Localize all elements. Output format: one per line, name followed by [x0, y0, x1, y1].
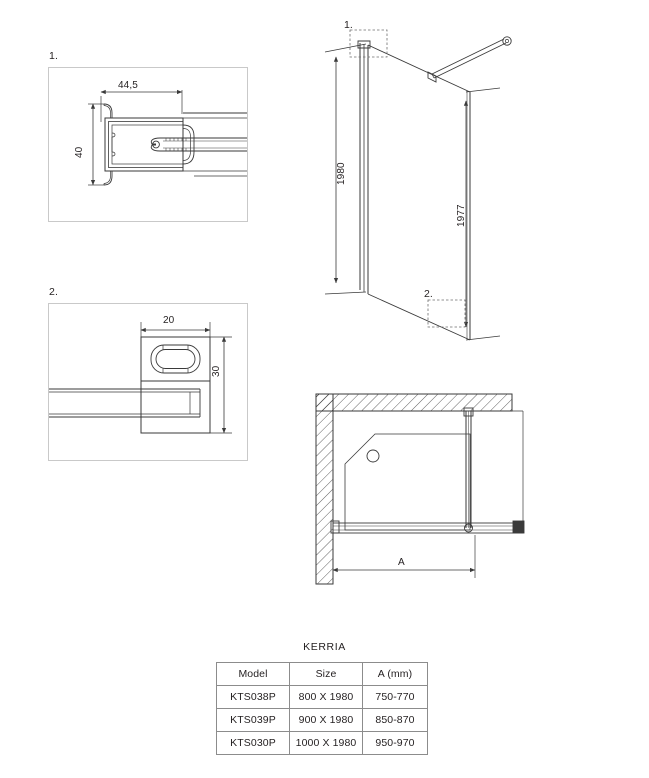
- cell-model: KTS030P: [216, 731, 290, 755]
- table-title: KERRIA: [303, 641, 346, 653]
- cell-a: 750-770: [362, 685, 428, 709]
- elevation-geometry: [324, 29, 512, 341]
- table-row: KTS038P 800 X 1980 750-770: [216, 685, 428, 709]
- dimension-40: 40: [74, 146, 85, 158]
- elevation-callout-2: 2.: [424, 288, 433, 300]
- table-row: KTS039P 900 X 1980 850-870: [216, 708, 428, 732]
- dimension-44-5: 44,5: [118, 80, 138, 91]
- table-row: KTS030P 1000 X 1980 950-970: [216, 731, 428, 755]
- column-header-size: Size: [289, 662, 363, 686]
- cell-a: 950-970: [362, 731, 428, 755]
- dimension-1980: 1980: [336, 162, 347, 185]
- elevation-callout-1: 1.: [344, 19, 353, 31]
- cell-size: 900 X 1980: [289, 708, 363, 732]
- cell-model: KTS038P: [216, 685, 290, 709]
- detail-number-1: 1.: [49, 50, 59, 62]
- cell-a: 850-870: [362, 708, 428, 732]
- cell-size: 800 X 1980: [289, 685, 363, 709]
- table-body: KTS038P 800 X 1980 750-770 KTS039P 900 X…: [216, 685, 428, 755]
- cell-model: KTS039P: [216, 708, 290, 732]
- detail-2-geometry: [49, 322, 232, 434]
- dimension-1977: 1977: [456, 204, 467, 227]
- cell-size: 1000 X 1980: [289, 731, 363, 755]
- dimension-20: 20: [163, 315, 175, 326]
- detail-number-2: 2.: [49, 286, 59, 298]
- detail-1-geometry: [88, 89, 247, 186]
- plan-geometry: [315, 393, 525, 585]
- product-table: Model Size A (mm) KTS038P 800 X 1980 750…: [216, 662, 428, 755]
- dimension-a: A: [398, 557, 405, 568]
- column-header-model: Model: [216, 662, 290, 686]
- column-header-a: A (mm): [362, 662, 428, 686]
- table-header-row: Model Size A (mm): [216, 662, 428, 686]
- dimension-30: 30: [211, 365, 222, 377]
